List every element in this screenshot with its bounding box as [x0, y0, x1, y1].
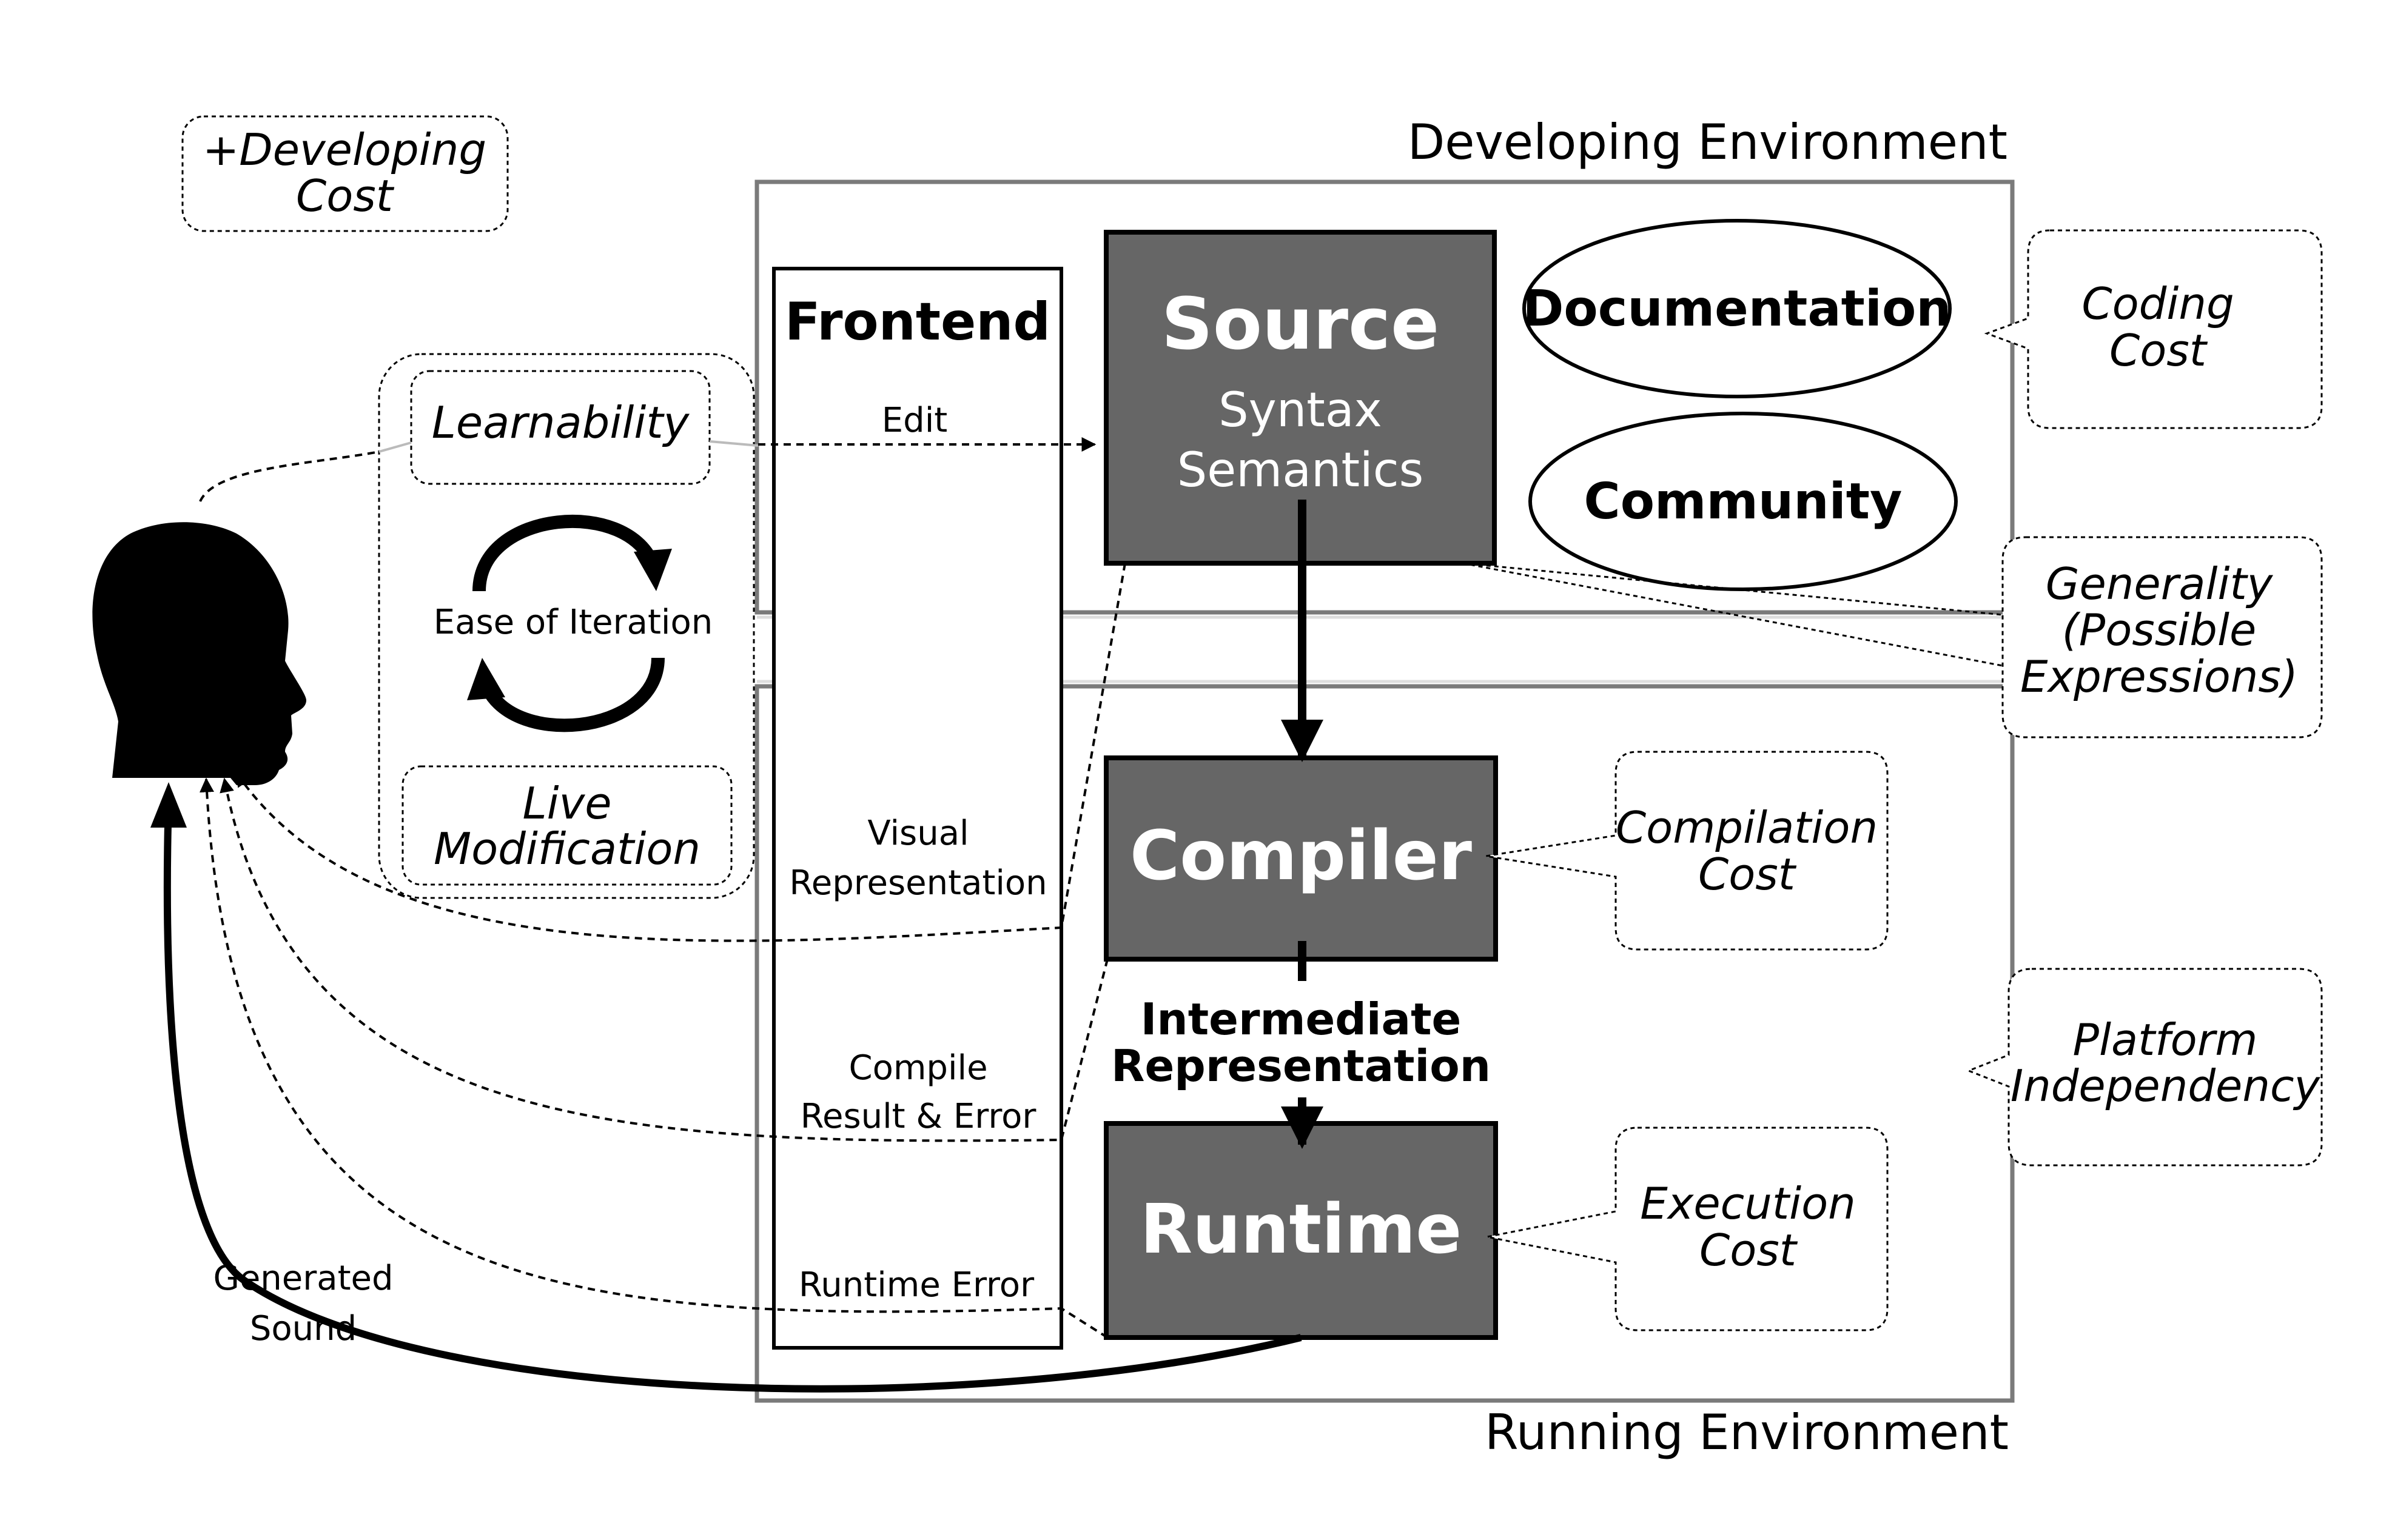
compilation-cost-line2: Cost	[1698, 849, 1797, 900]
developing-cost-callout	[181, 115, 509, 232]
developing-cost-line2: Cost	[296, 170, 395, 221]
generated-sound-arrow	[163, 800, 1302, 1393]
frontend-box	[772, 267, 1063, 1350]
live-modification-box	[401, 765, 733, 886]
platform-independency-line2: Independency	[2011, 1060, 2321, 1111]
runtime-title: Runtime	[1140, 1190, 1462, 1269]
execution-cost-line1: Execution	[1640, 1178, 1856, 1229]
head-to-learnability-line	[199, 450, 380, 502]
compilation-cost-callout	[1485, 751, 1889, 951]
generated-sound-line1: Generated	[213, 1259, 393, 1298]
compilation-cost-line1: Compilation	[1616, 802, 1878, 853]
cycle-arrow-bottom-icon	[479, 657, 665, 732]
live-modification-line1: Live	[522, 778, 611, 829]
cycle-arrow-top-icon	[472, 514, 660, 592]
live-modification-line2: Modification	[434, 823, 700, 874]
documentation-ellipse	[1522, 219, 1952, 398]
generated-sound-arrowhead-icon	[150, 782, 187, 828]
documentation-label: Documentation	[1522, 280, 1951, 338]
developing-environment-label: Developing Environment	[1408, 114, 2007, 170]
learnability-to-frontend-gray-line	[709, 440, 759, 447]
learnability-label: Learnability	[432, 397, 690, 448]
learnability-to-edit-gray-line	[378, 441, 412, 453]
developing-cost-line1: +Developing	[203, 124, 486, 175]
human-head-icon	[92, 522, 306, 785]
running-environment-label: Running Environment	[1485, 1404, 2009, 1461]
source-semantics-label: Semantics	[1177, 443, 1424, 498]
frontend-compile-label-line1: Compile	[848, 1048, 987, 1088]
frontend-visual-label-line1: Visual	[867, 814, 969, 853]
execution-cost-line2: Cost	[1699, 1225, 1798, 1276]
cycle-arrowhead-bottom-icon	[467, 658, 505, 700]
generality-leader-line-2	[1462, 562, 2003, 667]
community-ellipse	[1528, 412, 1958, 591]
coding-cost-line2: Cost	[2109, 325, 2208, 376]
source-syntax-label: Syntax	[1218, 383, 1382, 438]
coding-cost-line1: Coding	[2081, 278, 2234, 329]
generality-line2: (Possible	[2062, 604, 2257, 655]
frontend-title: Frontend	[785, 292, 1050, 352]
compiler-title: Compiler	[1130, 817, 1472, 896]
platform-independency-line1: Platform	[2073, 1014, 2258, 1065]
source-title: Source	[1161, 282, 1439, 366]
platform-independency-callout	[1966, 968, 2323, 1167]
community-label: Community	[1584, 473, 1903, 531]
developing-environment-frame	[754, 179, 2015, 615]
generality-line1: Generality	[2046, 558, 2274, 609]
generality-line3: Expressions)	[2020, 651, 2298, 702]
intermediate-representation-line1: Intermediate	[1141, 994, 1462, 1045]
ease-of-iteration-label: Ease of Iteration	[434, 603, 713, 642]
learnability-box	[410, 370, 711, 485]
frontend-visual-label-line2: Representation	[789, 863, 1047, 903]
cycle-arrowhead-top-icon	[634, 549, 672, 591]
frontend-edit-label: Edit	[882, 401, 947, 440]
runtime-error-feedback-arrow	[200, 777, 1109, 1339]
coding-cost-callout	[1984, 229, 2323, 429]
human-factors-group	[378, 353, 755, 899]
intermediate-representation-line2: Representation	[1111, 1040, 1491, 1091]
generality-callout	[2001, 536, 2323, 738]
compile-result-feedback-arrow	[220, 777, 1109, 1142]
execution-cost-callout	[1487, 1127, 1889, 1331]
visual-representation-feedback-arrow	[235, 563, 1126, 942]
frontend-runtime-error-label: Runtime Error	[799, 1265, 1035, 1305]
generality-leader-line-1	[1462, 562, 2003, 616]
generated-sound-line2: Sound	[250, 1309, 357, 1348]
frontend-compile-label-line2: Result & Error	[801, 1097, 1037, 1136]
